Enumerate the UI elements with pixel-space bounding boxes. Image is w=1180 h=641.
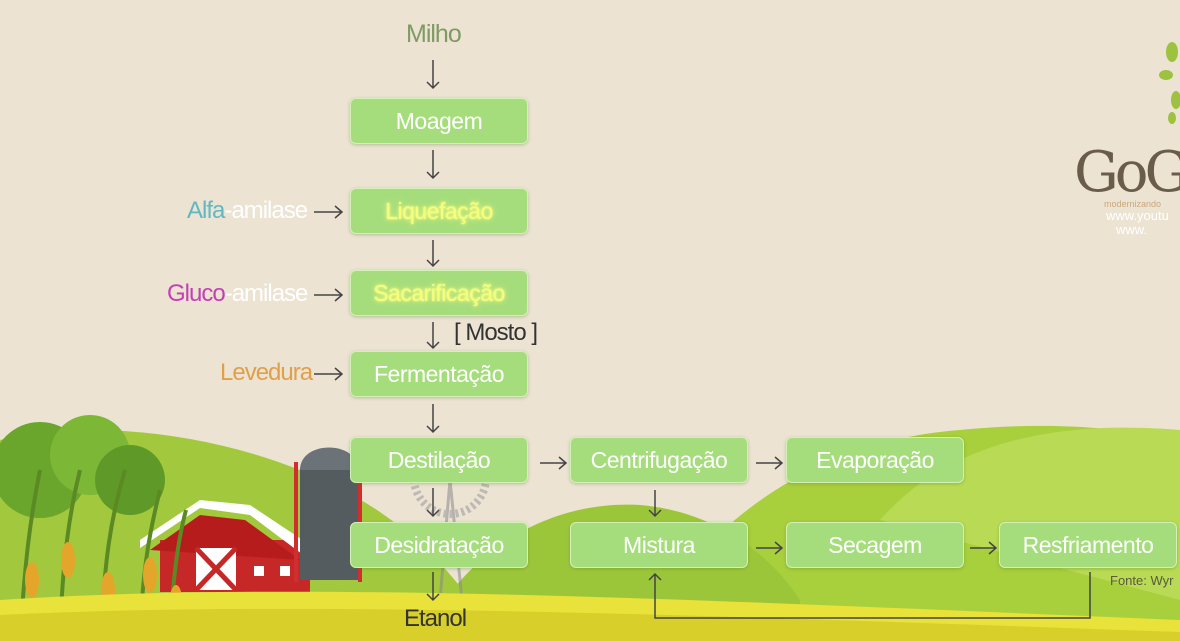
step-moagem: Moagem	[350, 98, 528, 144]
input-milho: Milho	[406, 20, 462, 48]
step-liquefacao: Liquefação	[350, 188, 528, 234]
step-mistura: Mistura	[570, 522, 748, 568]
barn	[140, 500, 310, 592]
brand-url-2: www.	[1116, 222, 1148, 237]
source-caption: Fonte: Wyr	[1110, 573, 1174, 588]
step-centrifugacao: Centrifugação	[570, 437, 748, 483]
step-evaporacao: Evaporação	[786, 437, 964, 483]
input-levedura: Levedura	[220, 359, 313, 386]
step-destilacao: Destilação	[350, 437, 528, 483]
alfa-suffix: -amilase	[224, 197, 308, 224]
leaves-decoration	[1159, 42, 1180, 124]
gluco-suffix: -amilase	[224, 280, 309, 307]
gluco-prefix: Gluco	[167, 280, 226, 307]
brand-tagline: modernizando	[1104, 199, 1162, 209]
brand-url-1: www.youtu	[1106, 208, 1169, 223]
step-sacarificacao: Sacarificação	[350, 270, 528, 316]
brand-logo-block: GoG modernizando www.youtu www.	[1074, 140, 1180, 280]
mosto-label: [ Mosto ]	[454, 319, 538, 346]
input-gluco-amilase: Gluco-amilase	[167, 280, 309, 308]
silo	[294, 447, 362, 582]
input-alfa-amilase: Alfa-amilase	[187, 197, 308, 225]
step-fermentacao: Fermentação	[350, 351, 528, 397]
alfa-prefix: Alfa	[187, 197, 225, 224]
step-resfriamento: Resfriamento	[999, 522, 1177, 568]
brand-logo: GoG	[1074, 140, 1180, 205]
flow-arrows	[314, 60, 1091, 619]
step-secagem: Secagem	[786, 522, 964, 568]
step-desidratacao: Desidratação	[350, 522, 528, 568]
output-etanol: Etanol	[404, 605, 467, 632]
